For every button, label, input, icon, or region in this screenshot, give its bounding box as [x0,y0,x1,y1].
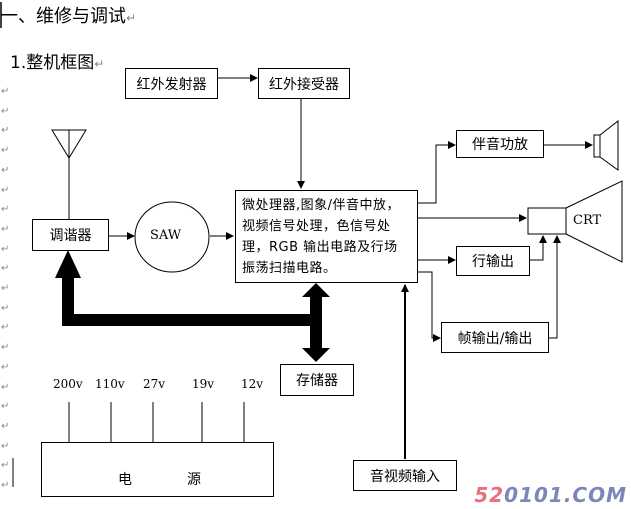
voltage-label: 19v [192,377,215,391]
paragraph-mark: ↵ [1,342,10,354]
paragraph-mark: ↵ [1,283,10,294]
speaker-icon [593,119,619,171]
frame-output-to-crt-arrow [549,235,561,339]
voltage-label: 12v [241,377,264,391]
voltage-lines [68,402,245,442]
subsection-heading: 1.整机框图↵ [10,48,104,73]
paragraph-mark: ↵ [1,243,10,255]
paragraph-mark: ↵ [1,125,10,137]
paragraph-mark: ↵ [1,86,10,97]
paragraph-mark: ↵ [1,223,10,235]
paragraph-mark: ↵ [94,57,105,71]
frame-output-label: 帧输出/输出 [457,330,533,347]
ir-transmitter-block: 红外发射器 [125,68,218,99]
av-input-label: 音视频输入 [370,468,440,485]
processor-to-audio-amp-arrow [418,141,456,204]
paragraph-mark: ↵ [126,11,137,25]
power-supply-label-1: 电 [118,472,132,488]
ir-receiver-label: 红外接受器 [269,76,339,93]
memory-block: 存储器 [280,364,354,396]
paragraph-mark: ↵ [1,263,10,275]
watermark-logo: 520101.COM [474,483,627,507]
voltage-label: 200v [53,377,83,391]
control-bus-arrow [55,250,330,362]
watermark-part2: 0101.COM [504,483,627,507]
paragraph-mark: ↵ [1,361,10,373]
power-supply-block: 电 源 [41,442,274,497]
ir-transmitter-label: 红外发射器 [136,76,207,93]
line-output-to-crt-arrow [530,235,547,261]
paragraph-mark: ↵ [1,105,10,117]
saw-circle [134,201,210,273]
paragraph-mark: ↵ [1,440,10,452]
ir-receiver-block: 红外接受器 [258,68,350,99]
audio-amp-block: 伴音功放 [456,130,544,158]
av-input-block: 音视频输入 [353,460,457,491]
paragraph-mark: ↵ [1,480,10,491]
line-output-label: 行输出 [472,254,514,270]
tuner-label: 调谐器 [49,228,92,244]
voltage-label: 110v [95,377,125,391]
paragraph-mark: ↵ [1,204,10,216]
paragraph-mark: ↵ [1,145,10,157]
watermark-part1: 52 [474,483,505,507]
voltage-label: 27v [143,377,166,391]
antenna-icon [51,129,87,219]
paragraph-mark: ↵ [1,164,10,176]
paragraph-mark: ↵ [1,420,10,432]
paragraph-mark: ↵ [1,302,10,314]
paragraph-mark: ↵ [1,322,10,334]
crt-label: CRT [573,213,602,228]
section-heading: 一、维修与调试↵ [0,2,136,28]
processor-block: 微处理器,图象/伴音中放，视频信号处理，色信号处理，RGB 输出电路及行场振荡扫… [235,190,418,283]
audio-amp-label: 伴音功放 [472,137,528,153]
paragraph-mark: ↵ [1,381,10,393]
subsection-heading-text: 1.整机框图 [10,53,95,73]
processor-label: 微处理器,图象/伴音中放，视频信号处理，色信号处理，RGB 输出电路及行场振荡扫… [242,198,401,276]
paragraph-mark: ↵ [1,460,10,472]
paragraph-mark: ↵ [1,401,10,413]
power-supply-label-2: 源 [187,472,201,488]
paragraph-mark: ↵ [1,184,10,196]
processor-to-frame-output-arrow [418,271,441,342]
tuner-block: 调谐器 [32,219,109,251]
frame-output-block: 帧输出/输出 [441,322,549,353]
saw-label: SAW [150,228,182,243]
line-output-block: 行输出 [456,246,530,276]
section-heading-text: 一、维修与调试 [0,6,126,27]
memory-label: 存储器 [296,373,338,389]
crt-tube-icon [527,180,623,263]
